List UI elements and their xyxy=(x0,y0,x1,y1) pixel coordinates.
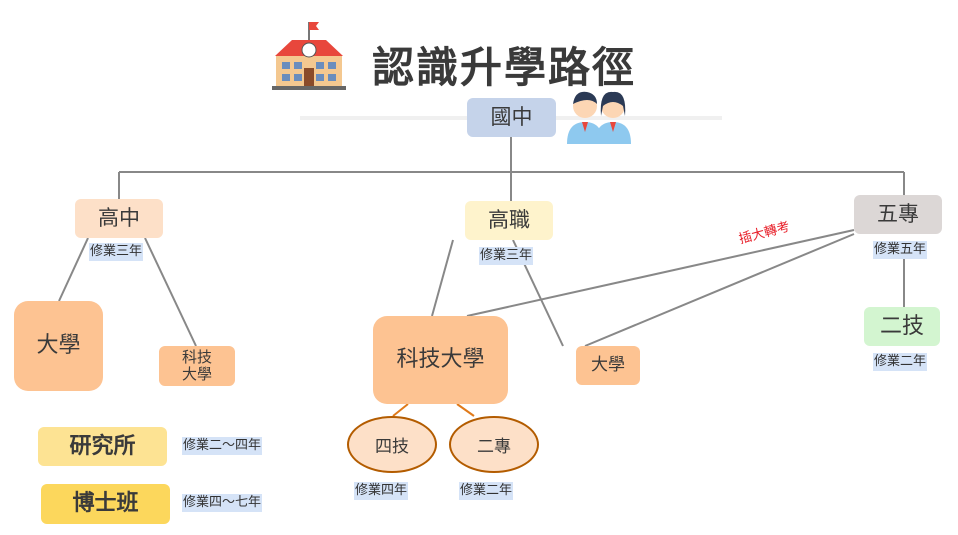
duration-label-senior-high: 修業三年 xyxy=(89,243,144,261)
node-five-year-college[interactable]: 五專 xyxy=(854,195,942,234)
students-icon xyxy=(567,91,631,144)
duration-label-two-year-tech: 修業二年 xyxy=(873,353,928,371)
duration-label-vocational: 修業三年 xyxy=(479,247,534,265)
node-four-year-tech[interactable]: 四技 xyxy=(347,416,437,473)
node-graduate-school[interactable]: 研究所 xyxy=(38,427,167,466)
duration-label-two-year-college: 修業二年 xyxy=(459,482,514,500)
school-icon xyxy=(272,22,346,90)
node-senior-high[interactable]: 高中 xyxy=(75,199,163,238)
node-two-year-tech[interactable]: 二技 xyxy=(864,307,940,346)
duration-label-doctoral: 修業四～七年 xyxy=(182,494,263,512)
page-title: 認識升學路徑 xyxy=(372,43,637,92)
node-tech-university-small[interactable]: 科技 大學 xyxy=(159,346,235,386)
node-tech-university-big[interactable]: 科技大學 xyxy=(373,316,508,404)
node-vocational[interactable]: 高職 xyxy=(465,201,553,240)
node-university-mid[interactable]: 大學 xyxy=(576,346,640,385)
node-doctoral[interactable]: 博士班 xyxy=(41,484,170,524)
node-junior-high[interactable]: 國中 xyxy=(467,98,556,137)
node-university-left[interactable]: 大學 xyxy=(14,301,103,391)
duration-label-five-year: 修業五年 xyxy=(873,241,928,259)
duration-label-four-year-tech: 修業四年 xyxy=(354,482,409,500)
duration-label-graduate: 修業二～四年 xyxy=(182,437,263,455)
node-two-year-college[interactable]: 二專 xyxy=(449,416,539,473)
